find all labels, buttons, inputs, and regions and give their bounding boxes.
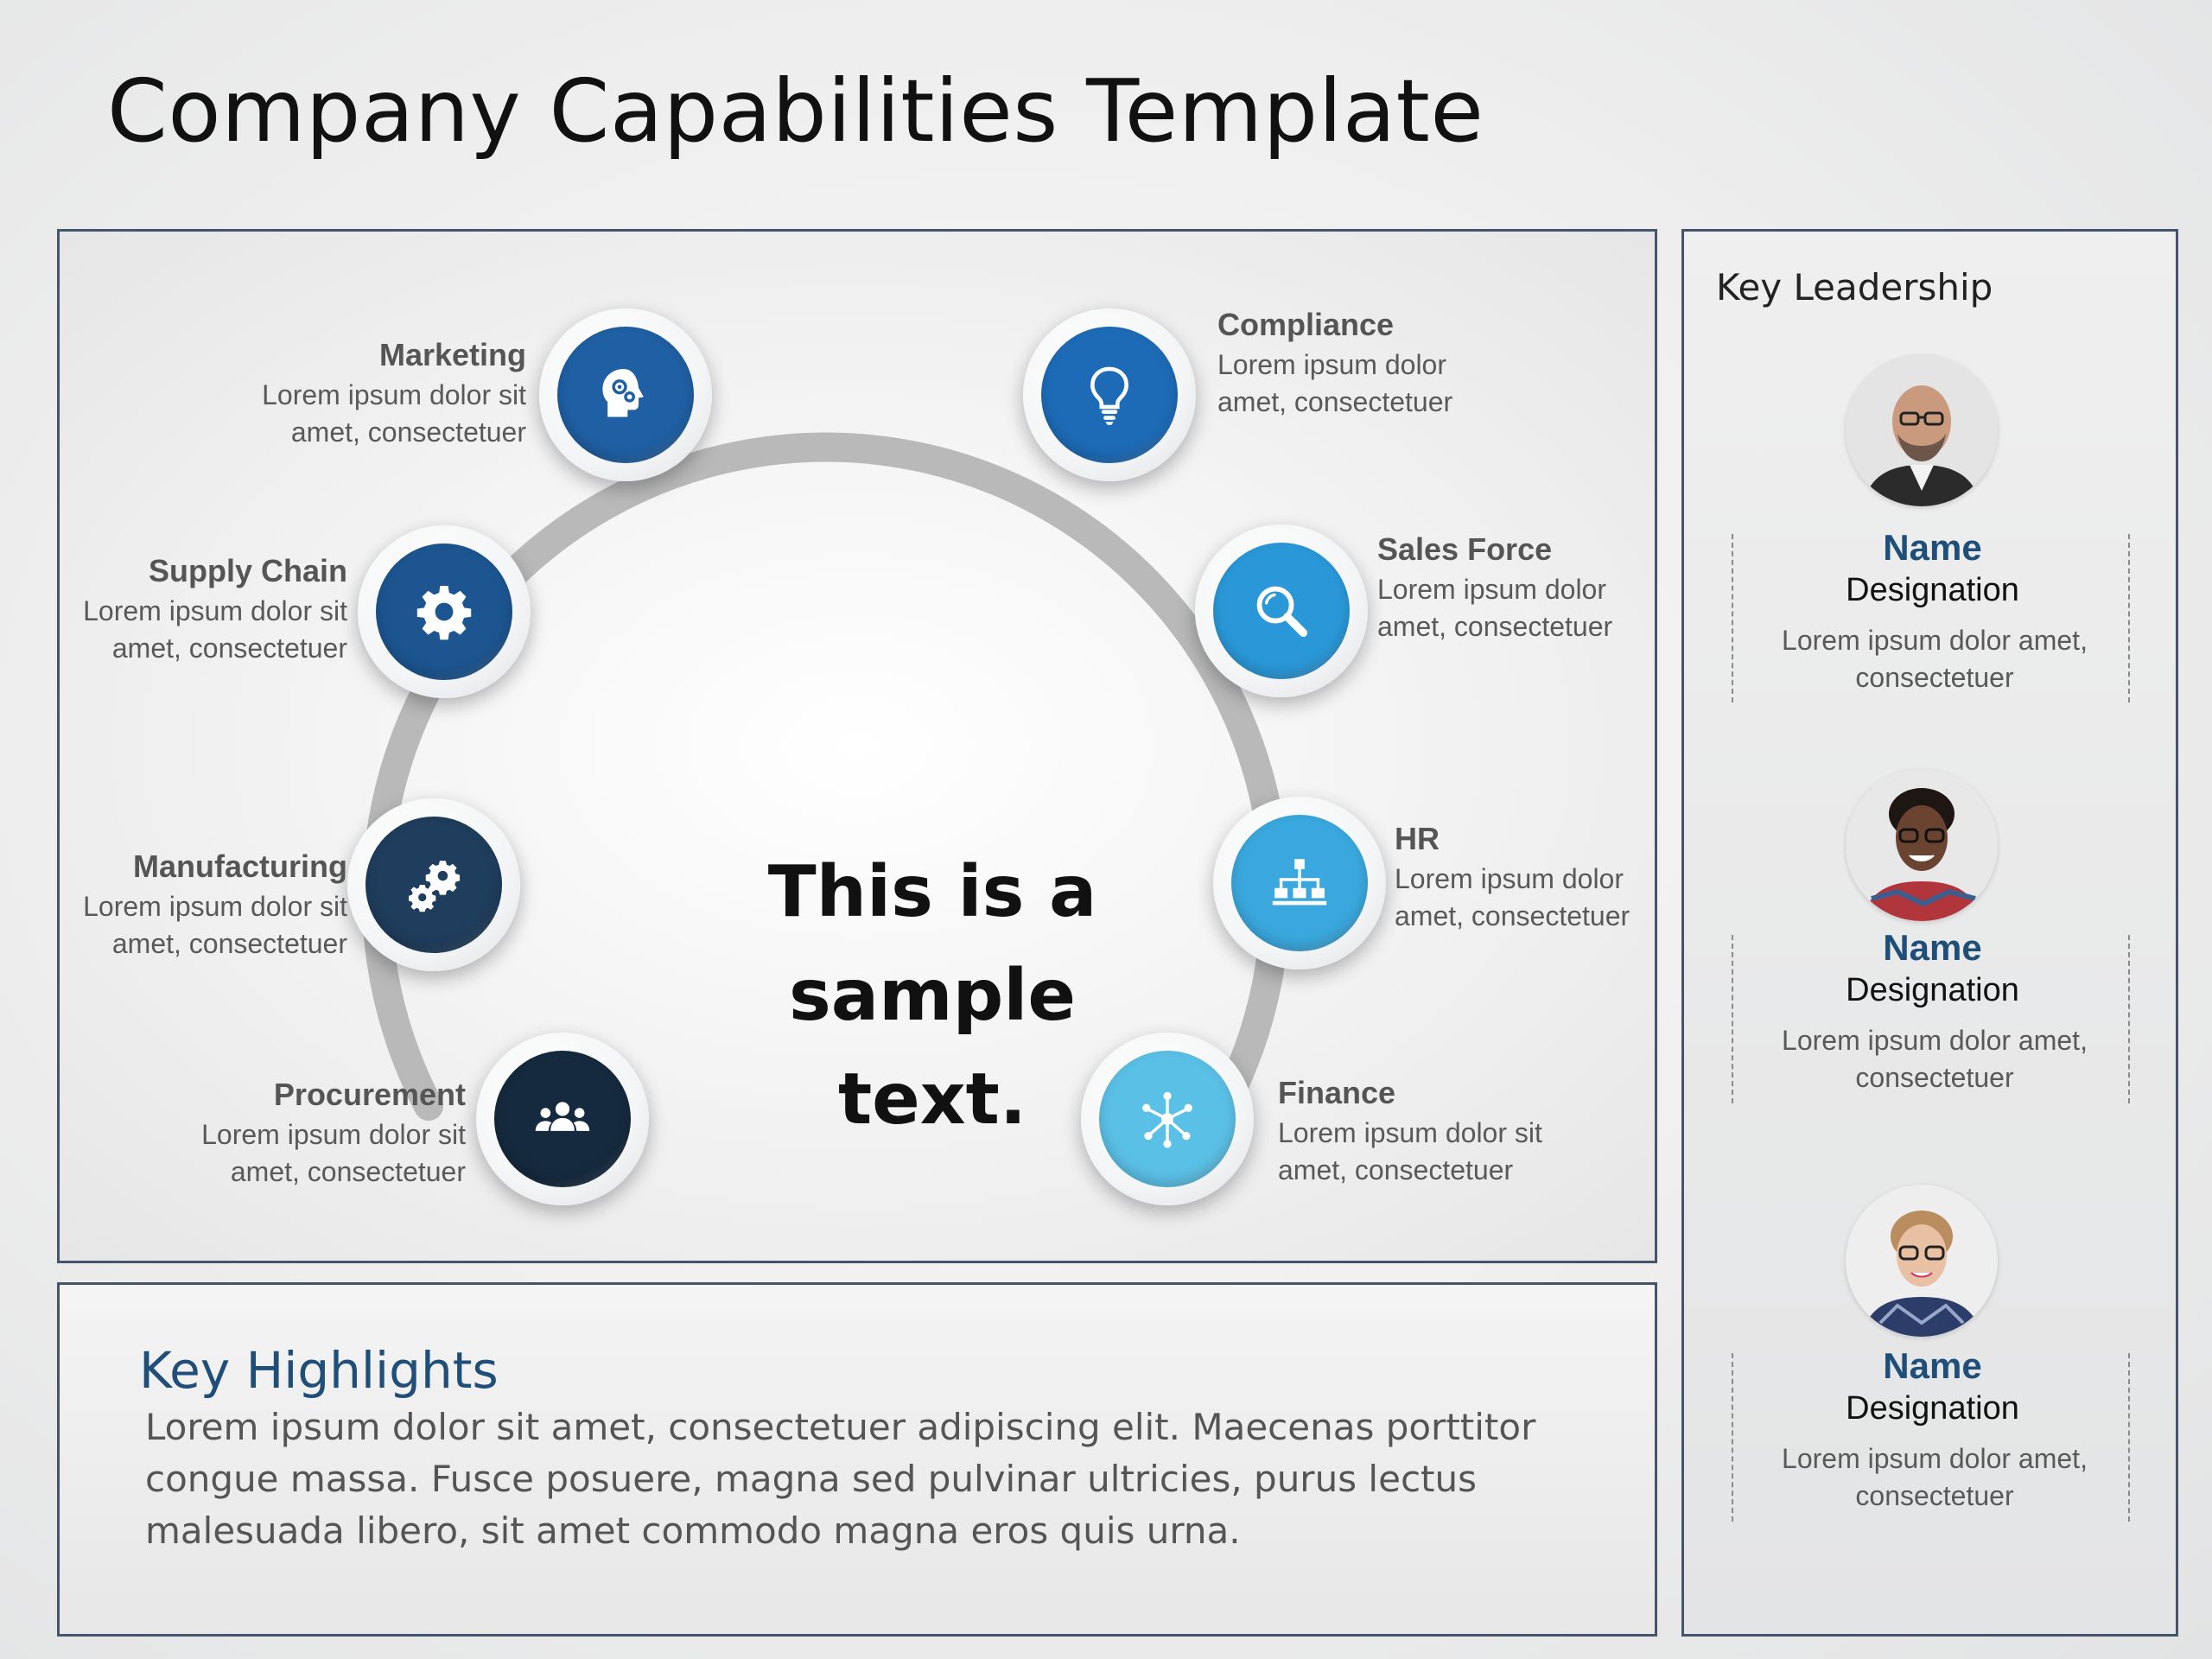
capabilities-panel: Marketing Lorem ipsum dolor sit amet, co… <box>57 229 1657 1263</box>
finance-node[interactable] <box>1081 1033 1254 1205</box>
manufacturing-disc <box>365 817 502 953</box>
key-leadership-title: Key Leadership <box>1716 266 1993 308</box>
hr-label: HR Lorem ipsum dolor amet, consectetuer <box>1395 821 1630 931</box>
marketing-disc <box>557 327 694 463</box>
leader-designation: Designation <box>1846 972 2019 1008</box>
org-chart-icon <box>1272 859 1327 906</box>
finance-disc <box>1099 1051 1236 1187</box>
avatar <box>1846 354 1998 506</box>
finance-label: Finance Lorem ipsum dolor sit amet, cons… <box>1278 1075 1542 1185</box>
key-leadership-panel: Key Leadership Name Designation Lorem ip… <box>1681 229 2178 1637</box>
sales-force-node[interactable] <box>1195 524 1368 697</box>
supply-chain-disc <box>376 543 512 680</box>
leader-description: Lorem ipsum dolor amet, consectetuer <box>1782 625 2088 693</box>
gear-icon <box>416 585 472 640</box>
manufacturing-label: Manufacturing Lorem ipsum dolor sit amet… <box>83 849 347 959</box>
two-gears-icon <box>409 861 461 912</box>
marketing-node[interactable] <box>539 308 712 481</box>
supply-chain-node[interactable] <box>358 525 531 698</box>
leader-description: Lorem ipsum dolor amet, consectetuer <box>1782 1443 2088 1511</box>
leader-designation: Designation <box>1846 572 2019 608</box>
manufacturing-node[interactable] <box>347 798 520 971</box>
procurement-node[interactable] <box>476 1033 649 1205</box>
head-gears-icon <box>602 368 644 417</box>
key-highlights-body: Lorem ipsum dolor sit amet, consectetuer… <box>145 1406 1536 1552</box>
procurement-label: Procurement Lorem ipsum dolor sit amet, … <box>201 1077 466 1187</box>
group-icon <box>535 1102 590 1131</box>
key-highlights-panel: Key Highlights Lorem ipsum dolor sit ame… <box>57 1282 1657 1637</box>
leader-name: Name <box>1883 1345 1982 1386</box>
leader-description: Lorem ipsum dolor amet, consectetuer <box>1782 1025 2088 1093</box>
page-title: Company Capabilities Template <box>107 60 1484 162</box>
magnifier-icon <box>1256 586 1308 638</box>
network-icon <box>1142 1091 1192 1148</box>
sales-force-disc <box>1213 543 1350 679</box>
center-text: This is a sample text. <box>767 851 1097 1141</box>
leader-name: Name <box>1883 927 1982 968</box>
lightbulb-icon <box>1090 366 1128 425</box>
leader-name: Name <box>1883 527 1982 568</box>
sales-force-label: Sales Force Lorem ipsum dolor amet, cons… <box>1377 531 1613 642</box>
avatar <box>1846 769 1998 921</box>
compliance-disc <box>1041 327 1178 463</box>
procurement-disc <box>494 1051 631 1187</box>
compliance-label: Compliance Lorem ipsum dolor amet, conse… <box>1217 307 1453 417</box>
marketing-label: Marketing Lorem ipsum dolor sit amet, co… <box>262 337 526 448</box>
compliance-node[interactable] <box>1023 308 1196 481</box>
supply-chain-label: Supply Chain Lorem ipsum dolor sit amet,… <box>83 553 347 664</box>
leader-designation: Designation <box>1846 1390 2019 1427</box>
hr-disc <box>1231 815 1368 951</box>
key-highlights-title: Key Highlights <box>139 1341 499 1400</box>
hr-node[interactable] <box>1213 797 1386 969</box>
avatar <box>1846 1185 1998 1337</box>
